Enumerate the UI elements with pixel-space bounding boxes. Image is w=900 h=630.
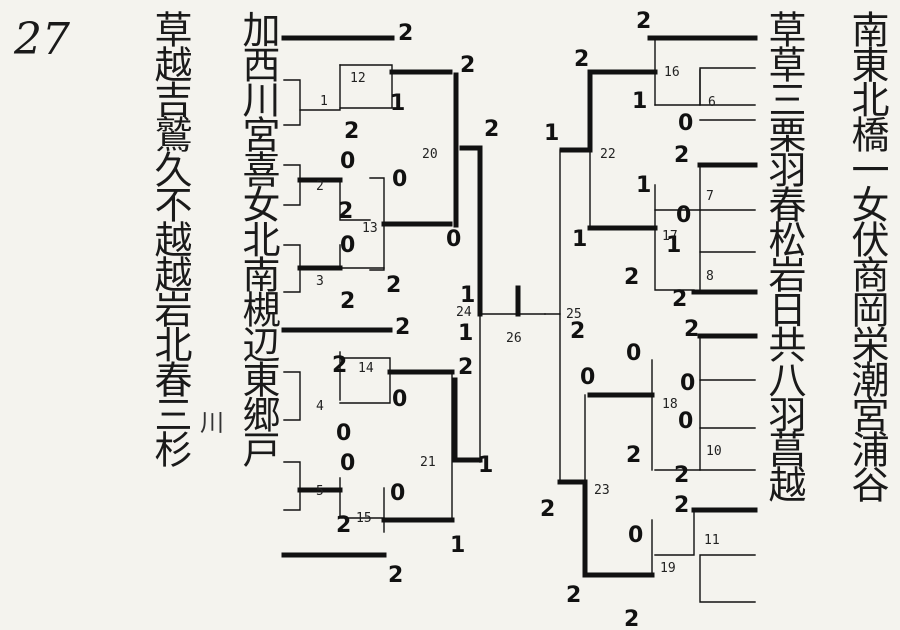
- score: 2: [684, 317, 699, 342]
- score: 2: [566, 583, 581, 608]
- score: 0: [676, 203, 691, 228]
- score: 2: [540, 497, 555, 522]
- score: 1: [478, 453, 493, 478]
- score: 2: [386, 273, 401, 298]
- score: 0: [392, 387, 407, 412]
- match-number: 4: [316, 399, 324, 414]
- score: 2: [388, 563, 403, 588]
- score: 2: [336, 513, 351, 538]
- match-number: 26: [506, 331, 522, 346]
- score: 1: [632, 89, 647, 114]
- match-number: 13: [362, 221, 378, 236]
- score: 1: [460, 283, 475, 308]
- left-school-column: 加西川宮喜女北南槻辺東郷戸: [236, 10, 280, 465]
- score: 0: [340, 451, 355, 476]
- score: 0: [678, 111, 693, 136]
- match-number: 10: [706, 444, 722, 459]
- score: 0: [678, 409, 693, 434]
- match-number: 6: [708, 95, 716, 110]
- match-number: 11: [704, 533, 720, 548]
- score: 0: [446, 227, 461, 252]
- match-number: 12: [350, 71, 366, 86]
- score: 2: [460, 53, 475, 78]
- match-number: 1: [320, 94, 328, 109]
- score: 1: [458, 321, 473, 346]
- left-bracket-lines: [281, 35, 546, 558]
- score: 2: [398, 21, 413, 46]
- match-number: 5: [316, 484, 324, 499]
- match-number: 19: [660, 561, 676, 576]
- score: 2: [344, 119, 359, 144]
- score: 2: [484, 117, 499, 142]
- score: 2: [636, 9, 651, 34]
- score: 2: [626, 443, 641, 468]
- score: 1: [636, 173, 651, 198]
- score: 2: [624, 607, 639, 630]
- match-number: 7: [706, 189, 714, 204]
- match-number: 18: [662, 397, 678, 412]
- match-number: 20: [422, 147, 438, 162]
- score: 2: [340, 289, 355, 314]
- score: 0: [680, 371, 695, 396]
- score: 2: [674, 463, 689, 488]
- score: 2: [624, 265, 639, 290]
- score: 0: [626, 341, 641, 366]
- score: 0: [392, 167, 407, 192]
- match-number: 21: [420, 455, 436, 470]
- match-number: 16: [664, 65, 680, 80]
- right-region-column: 南東北橋一女伏商岡栄潮宮浦谷: [845, 10, 889, 500]
- match-number: 8: [706, 269, 714, 284]
- score: 1: [450, 533, 465, 558]
- score: 1: [572, 227, 587, 252]
- match-number: 25: [566, 307, 582, 322]
- match-number: 22: [600, 147, 616, 162]
- score: 2: [674, 143, 689, 168]
- scores: 2 1 2 0 0 2 0 2 2 2 0 2 0 2 0 0 0 2 2 2 …: [332, 9, 699, 630]
- score: 0: [390, 481, 405, 506]
- score: 2: [338, 199, 353, 224]
- match-numbers: 12 1 2 13 3 20 14 4 5 15 21 24 26 25 16 …: [316, 65, 722, 576]
- match-number: 15: [356, 511, 372, 526]
- score: 0: [340, 149, 355, 174]
- right-school-column: 草草三栗羽春松岩日共八羽菖越: [762, 10, 806, 500]
- score: 0: [580, 365, 595, 390]
- score: 2: [332, 353, 347, 378]
- side-note: 川: [200, 409, 224, 437]
- score: 1: [390, 91, 405, 116]
- score: 0: [336, 421, 351, 446]
- match-number: 3: [316, 274, 324, 289]
- score: 2: [570, 319, 585, 344]
- match-number: 23: [594, 483, 610, 498]
- score: 1: [544, 121, 559, 146]
- score: 1: [666, 233, 681, 258]
- match-number: 17: [662, 229, 678, 244]
- score: 2: [458, 355, 473, 380]
- left-region-column: 草越吉鷲久不越越岩北春三杉: [148, 10, 192, 465]
- right-bracket-lines: [515, 35, 758, 603]
- score: 2: [395, 315, 410, 340]
- score: 0: [340, 233, 355, 258]
- score: 2: [674, 493, 689, 518]
- match-number: 2: [316, 179, 324, 194]
- page-number: 27: [14, 14, 70, 65]
- match-number: 24: [456, 305, 472, 320]
- score: 2: [574, 47, 589, 72]
- score: 0: [628, 523, 643, 548]
- score: 2: [672, 287, 687, 312]
- match-number: 14: [358, 361, 374, 376]
